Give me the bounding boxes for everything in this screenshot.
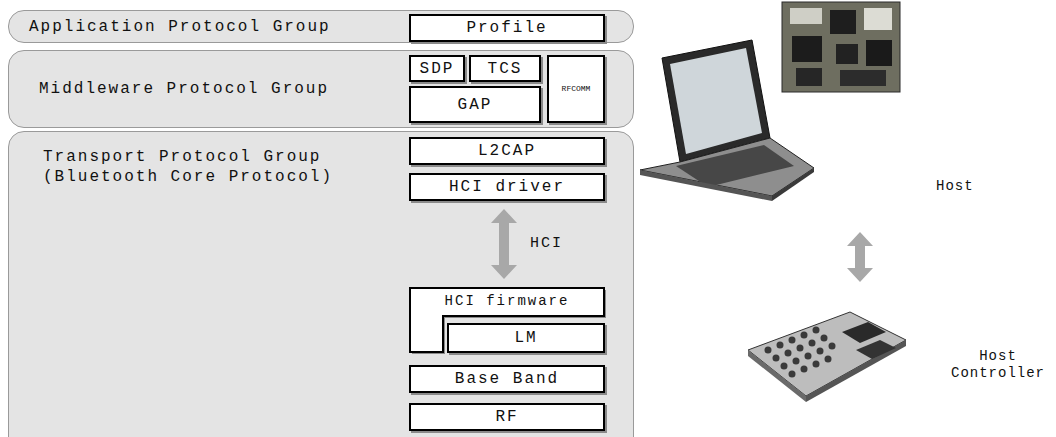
layer-box: Base Band bbox=[409, 365, 605, 393]
double-arrow bbox=[491, 209, 517, 279]
layer-name: LM bbox=[514, 328, 537, 348]
layer-name: RF bbox=[495, 407, 518, 427]
board-picture bbox=[782, 2, 900, 92]
group-band: Application Protocol Group Profile bbox=[8, 10, 634, 43]
layer-name: Base Band bbox=[455, 369, 559, 389]
layer-box: SDP bbox=[409, 55, 465, 82]
group-band: Transport Protocol Group (Bluetooth Core… bbox=[8, 131, 634, 437]
layer-name: SDP bbox=[420, 59, 455, 79]
layer-name: L2CAP bbox=[478, 141, 536, 161]
double-arrow bbox=[847, 232, 873, 282]
group-name: Application Protocol Group bbox=[29, 17, 409, 37]
device-label: Host Controller bbox=[950, 348, 1046, 382]
layer-box: TCS bbox=[469, 55, 541, 82]
group-name: Middleware Protocol Group bbox=[39, 79, 419, 99]
layer-box: L2CAP bbox=[409, 137, 605, 165]
device-label: Host bbox=[936, 178, 974, 195]
layer-name: Profile bbox=[466, 18, 547, 38]
layer-name: GAP bbox=[458, 95, 493, 115]
group-band: Middleware Protocol GroupSDP TCS RFCOMM GAP bbox=[8, 50, 634, 128]
group-name: Transport Protocol Group (Bluetooth Core… bbox=[43, 147, 363, 187]
interface-name: HCI bbox=[528, 235, 565, 253]
layer-name: RFCOMM bbox=[562, 79, 591, 99]
layer-box: RF bbox=[409, 403, 605, 431]
layer-name: TCS bbox=[488, 59, 523, 79]
layer-box: GAP bbox=[409, 86, 541, 123]
layer-box: Profile bbox=[409, 14, 605, 42]
layer-name: HCI firmware bbox=[409, 291, 605, 311]
layer-name: HCI driver bbox=[449, 177, 565, 197]
layer-box: RFCOMM bbox=[547, 55, 605, 123]
layer-box: LM bbox=[447, 323, 605, 353]
layer-box: HCI driver bbox=[409, 173, 605, 201]
card-picture bbox=[748, 312, 906, 402]
